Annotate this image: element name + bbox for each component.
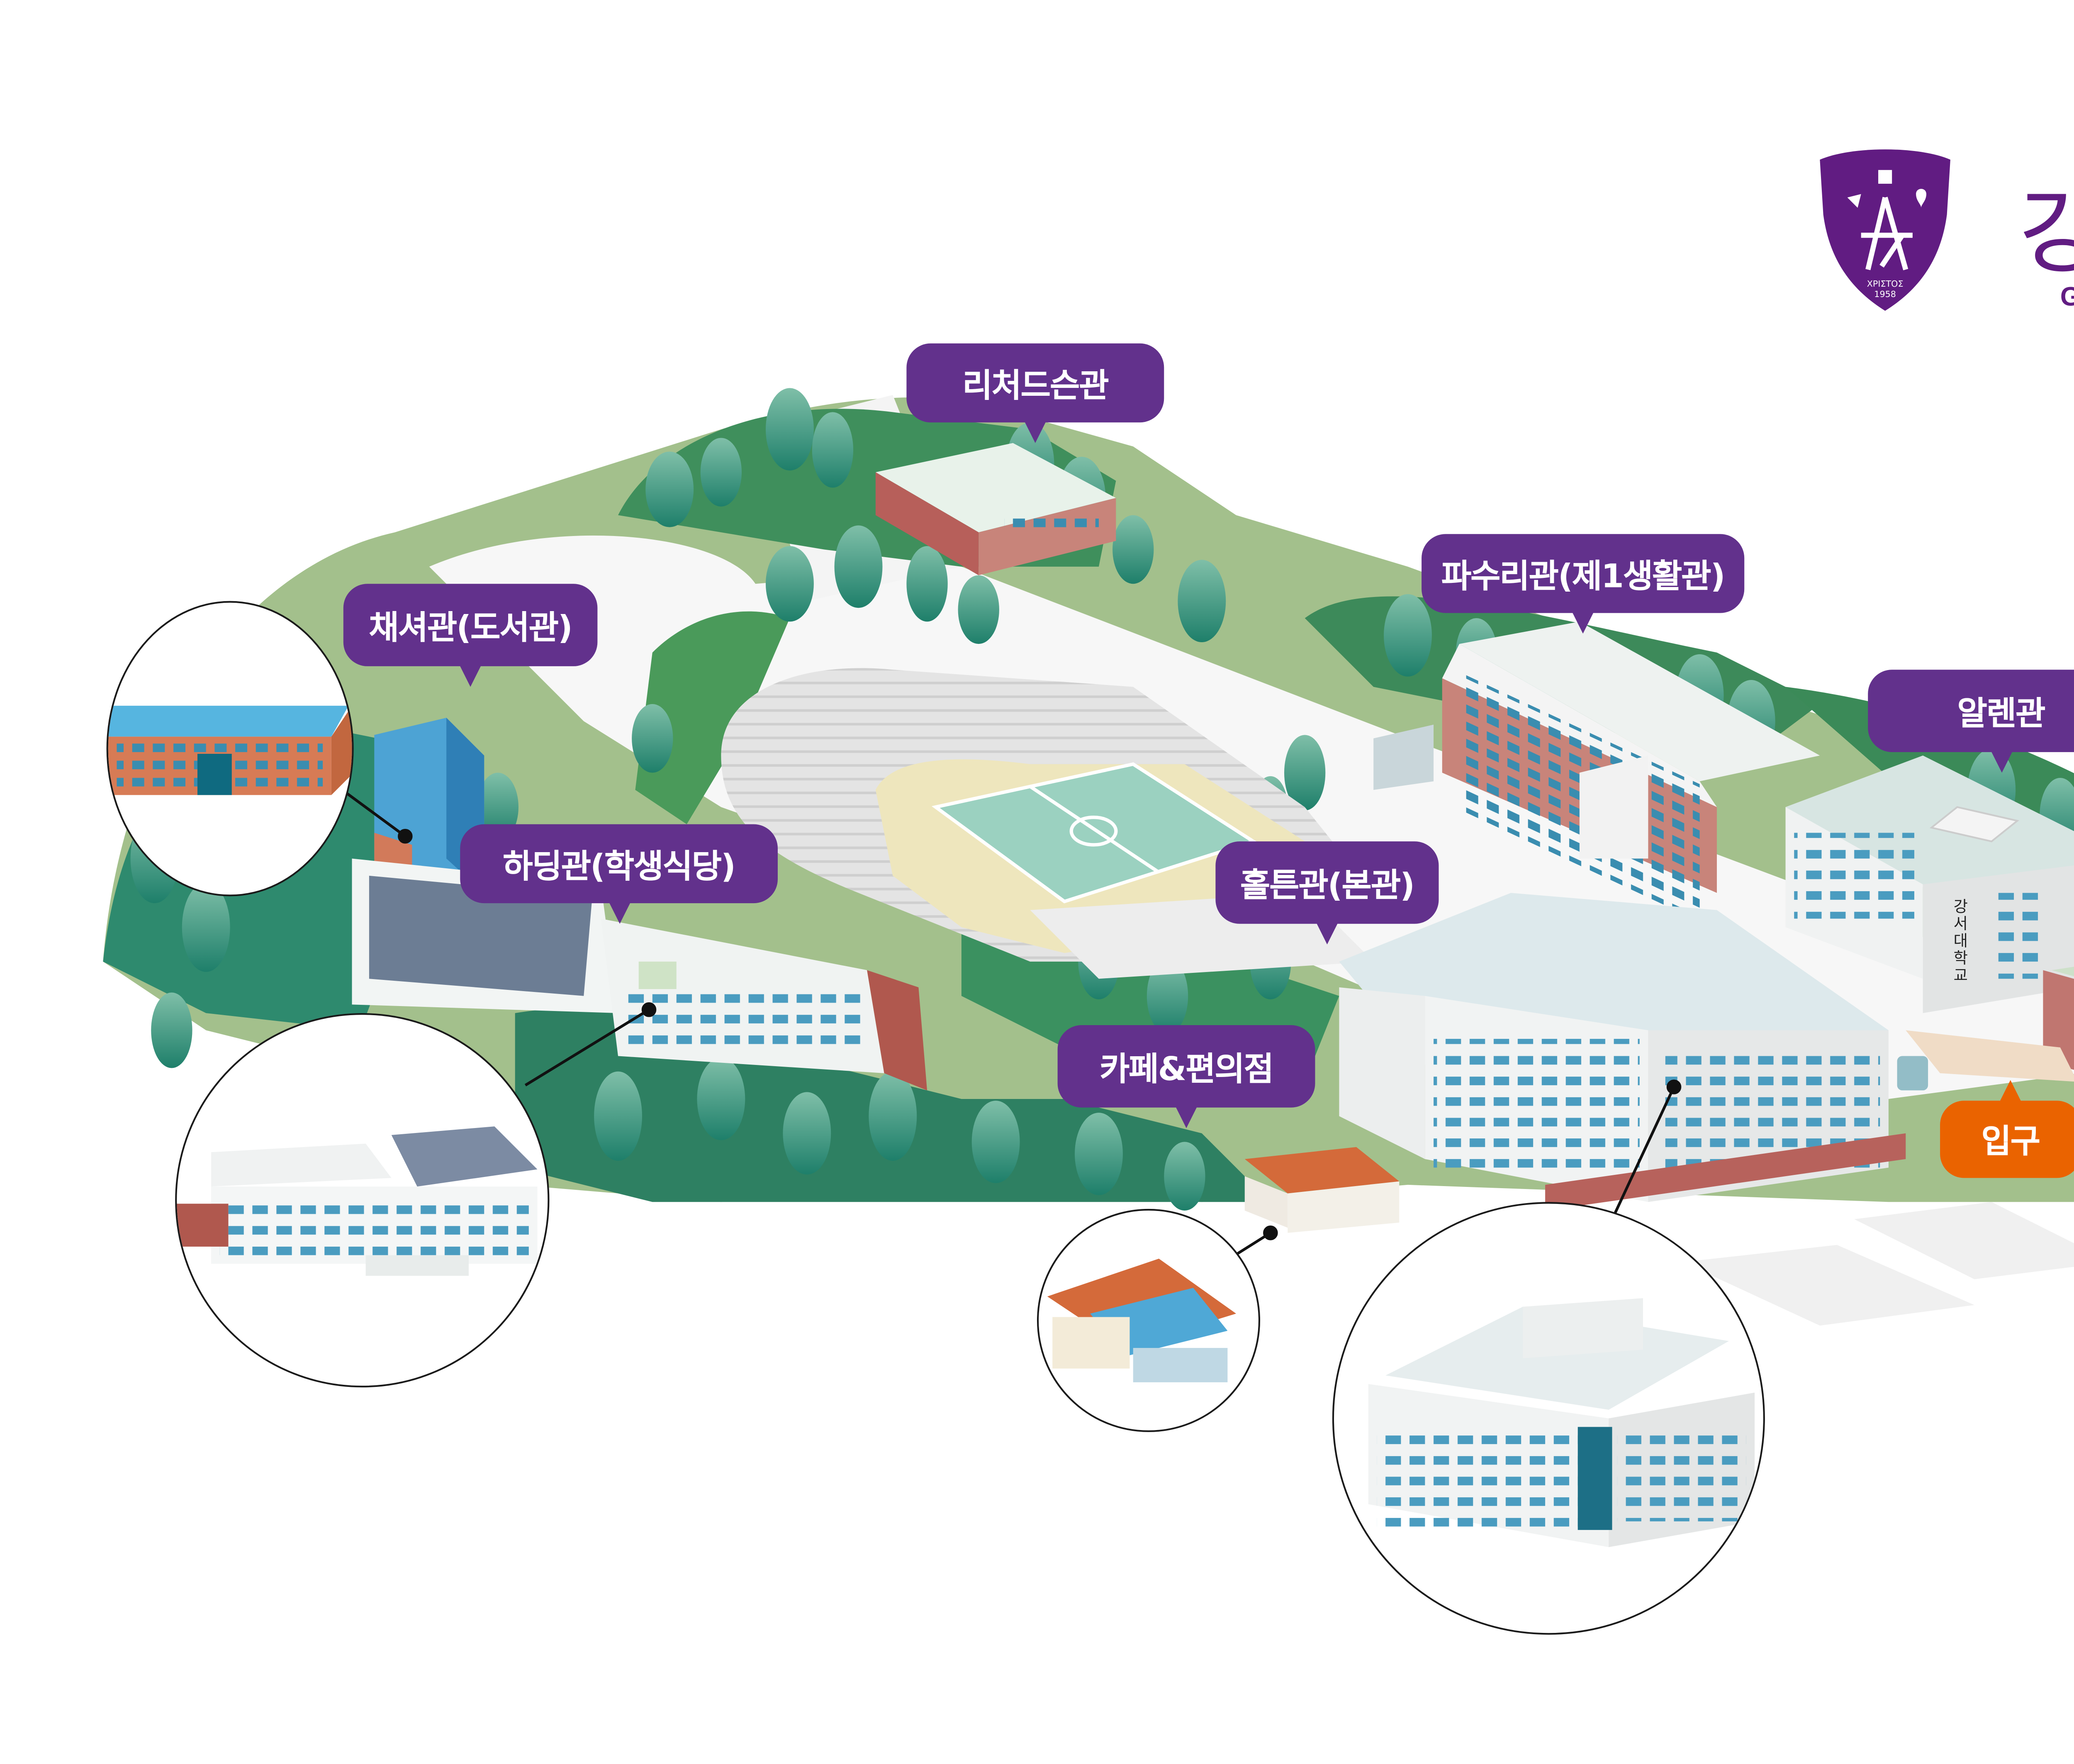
stadium	[721, 668, 1374, 962]
label-pasuri-hall[interactable]: 파수리관(제1생활관)	[1422, 534, 1745, 634]
locker-hall-building	[2043, 967, 2074, 1070]
chaesher-library-building	[374, 718, 484, 893]
parking-lots	[1682, 1202, 2074, 1326]
holton-main-building	[1339, 893, 1906, 1211]
label-holton-main[interactable]: 홀튼관(본관)	[1215, 841, 1439, 945]
richardson-hall-building	[875, 443, 1116, 575]
chaesher-inset	[106, 601, 354, 897]
shield-emblem-icon: ΧΡΙΣΤΟΣ 1958	[1820, 149, 1950, 311]
holton-inset	[1332, 1202, 1765, 1635]
label-chaesher-library[interactable]: 채셔관(도서관)	[343, 584, 598, 687]
university-name-korean: 강서대학교	[2019, 156, 2074, 292]
label-cafe[interactable]: 카페&편의점	[1057, 1025, 1315, 1128]
university-logo: ΧΡΙΣΤΟΣ 1958 강서대학교 GANGSEO UNIVERSITY	[1816, 146, 2074, 335]
svg-text:1958: 1958	[1874, 289, 1896, 299]
label-entrance[interactable]: 입구	[1940, 1080, 2074, 1178]
harding-inset	[175, 1013, 550, 1388]
pasuri-hall-building	[1373, 621, 1820, 922]
allen-building-sign: 강서대학교	[1953, 899, 1968, 986]
cafe-inset	[1037, 1208, 1261, 1432]
label-harding-hall[interactable]: 하딩관(학생식당)	[460, 824, 778, 924]
label-allen-hall[interactable]: 알렌관	[1868, 670, 2074, 773]
label-richardson-hall[interactable]: 리처드슨관	[906, 343, 1164, 443]
svg-text:ΧΡΙΣΤΟΣ: ΧΡΙΣΤΟΣ	[1867, 279, 1904, 289]
allen-hall-building	[1785, 755, 2074, 1014]
university-name-english: GANGSEO UNIVERSITY	[2060, 283, 2074, 314]
